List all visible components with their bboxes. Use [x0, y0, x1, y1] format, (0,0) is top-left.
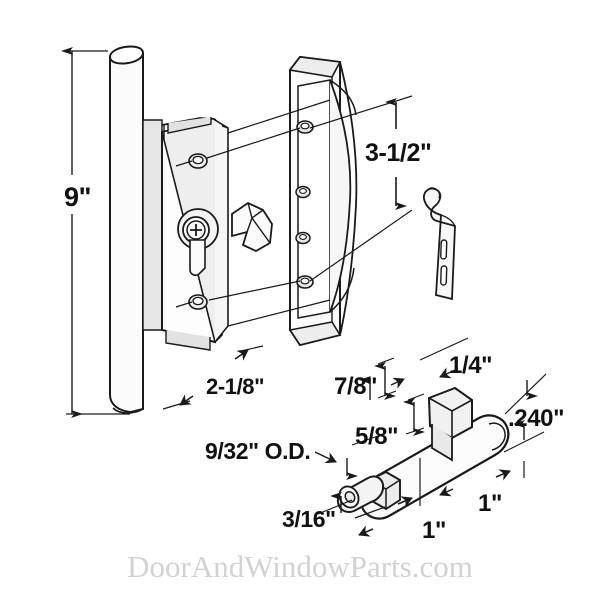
part-keeper-hook [423, 187, 456, 301]
dimension-label-screw-spacing: 3-1/2" [365, 139, 432, 167]
dim-1in-left [354, 496, 413, 537]
dim-9in [61, 47, 130, 418]
dim-240 [503, 373, 547, 453]
dimension-lines [61, 47, 547, 537]
dimension-label-overall-height: 9" [64, 182, 92, 212]
part-interior-handle [288, 55, 358, 347]
dimension-label-tab-height: 7/8" [334, 373, 378, 400]
dim-3half [309, 95, 413, 282]
dimension-label-length-left: 1" [422, 517, 446, 544]
dim-5-8 [403, 393, 425, 436]
leader-lines [206, 99, 331, 327]
dim-9-32 [314, 435, 379, 464]
watermark-text: DoorAndWindowParts.com [127, 549, 473, 584]
dim-1in-right [419, 458, 525, 506]
dimension-label-tab-width: 1/4" [449, 352, 493, 379]
part-key-cylinder [177, 208, 219, 277]
dimension-label-projection: 2-1/8" [206, 374, 265, 399]
dimension-label-length-right: 1" [478, 490, 502, 517]
part-spindle-assembly [336, 386, 510, 520]
dim-2-1-8 [162, 345, 264, 410]
dimension-label-spindle-diameter: .240" [508, 405, 565, 432]
dimension-label-pin-outer-dia: 9/32" O.D. [205, 438, 311, 464]
dimension-label-pin-length: 3/16" [282, 506, 336, 532]
dim-7-8 [359, 357, 397, 400]
part-exterior-pull-handle [108, 45, 163, 414]
dim-3-16 [317, 458, 358, 515]
dimension-label-spindle-offset: 5/8" [355, 423, 399, 450]
part-latch-bolt [231, 201, 273, 253]
